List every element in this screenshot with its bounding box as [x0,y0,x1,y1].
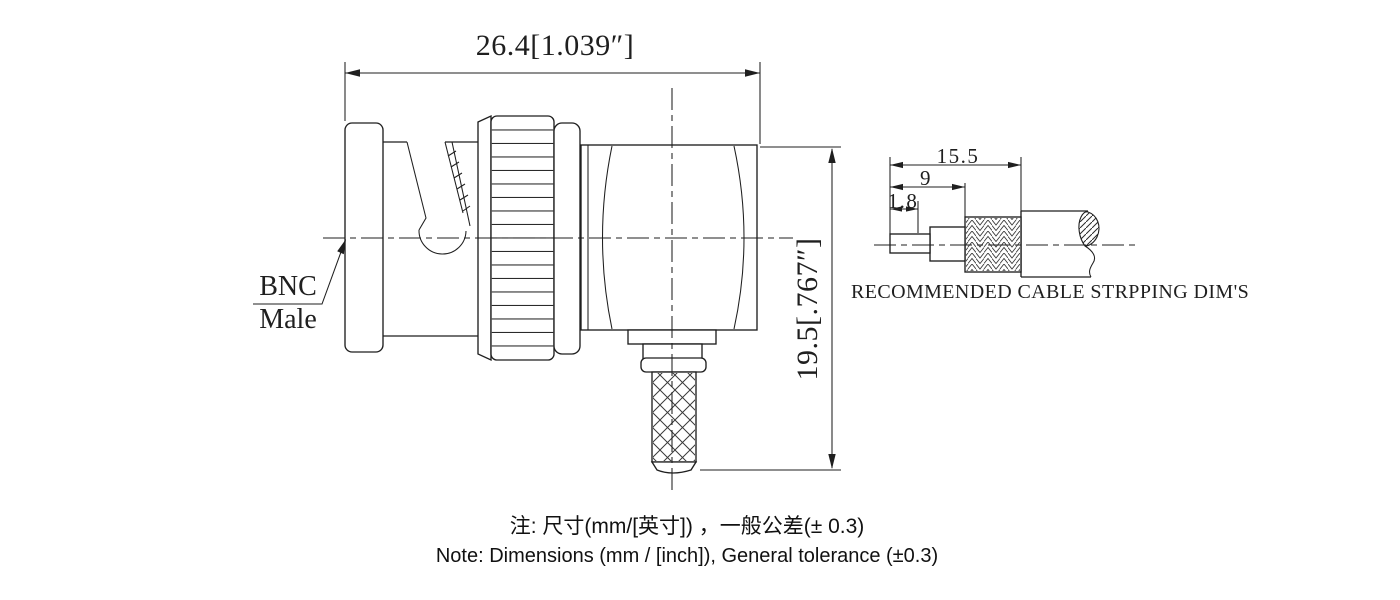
width-dimension-label: 26.4[1.039″] [475,29,635,62]
cable-dim-total-label: 15.5 [936,144,980,168]
bayonet-slot [406,141,471,255]
ferrule-knurl-texture [653,373,695,461]
centerlines [323,88,793,492]
cable-stripping-caption: RECOMMENDED CABLE STRPPING DIM'S [851,281,1250,303]
bnc-leader [253,239,346,305]
cable-dim-conductor-label: 1.8 [887,189,919,213]
crimp-ferrule [650,371,698,474]
bayonet-barrel [383,141,478,337]
cable-dim-braid-label: 9 [920,166,932,190]
cable-stripping-view [874,157,1136,278]
cable-center-conductor [889,233,931,254]
drawing-notes: 注: 尺寸(mm/[英寸]) ，一般公差(± 0.3) Note: Dimens… [0,512,1374,571]
height-dimension [700,146,841,471]
coupling-nut [477,114,581,362]
nut-rib-texture [491,119,554,347]
height-dimension-label: 19.5[.767″] [791,237,824,381]
cable-jacket [1020,210,1100,278]
bnc-label-line2: Male [259,304,317,335]
note-chinese: 注: 尺寸(mm/[英寸]) ，一般公差(± 0.3) [509,515,865,538]
cable-dielectric [929,226,966,262]
width-dimension [344,62,761,144]
cable-dimensions [889,157,1022,234]
connector-side-view [253,62,841,492]
note-english: Note: Dimensions (mm / [inch]), General … [435,545,939,567]
bnc-label-line1: BNC [259,271,317,302]
jacket-cut-hatch [1078,211,1100,247]
